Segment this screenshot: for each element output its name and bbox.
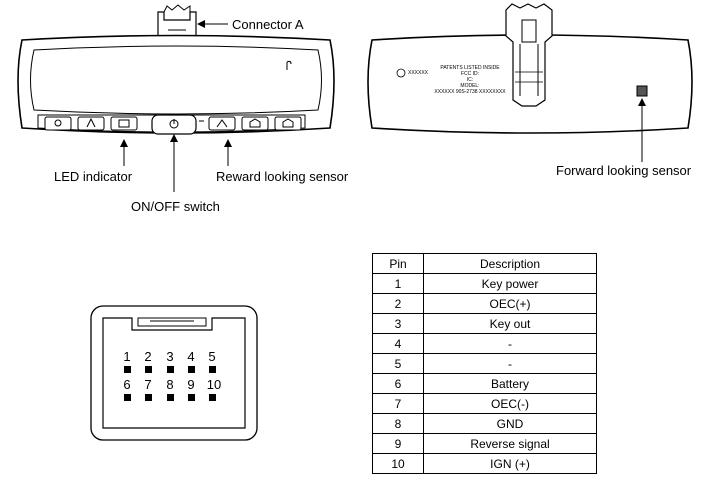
- pin-cell: 6: [372, 373, 424, 394]
- pin-terminal: [167, 366, 174, 373]
- label-connector-a: Connector A: [232, 17, 304, 32]
- desc-cell: -: [423, 353, 597, 374]
- pin-terminal: [209, 366, 216, 373]
- front-mirror: [17, 4, 335, 135]
- pin-terminal: [167, 394, 174, 401]
- header-pin: Pin: [372, 253, 424, 274]
- desc-cell: IGN (+): [423, 453, 597, 474]
- pin-cell: 7: [372, 393, 424, 414]
- label-led-indicator: LED indicator: [54, 169, 133, 184]
- pin-number: 3: [166, 349, 174, 364]
- pin-cell: 10: [372, 453, 424, 474]
- pin-number: 4: [187, 349, 195, 364]
- rear-badge: XXXXXX: [408, 70, 429, 76]
- pin-number: 8: [166, 377, 174, 392]
- pin-number: 2: [144, 349, 152, 364]
- connector-face: [90, 305, 258, 441]
- rear-line5: XXXXXX 90S-2738 XXXXXXXX: [434, 89, 506, 95]
- home-icon: [216, 119, 228, 128]
- rear-line1: PATENTS LISTED INSIDE: [440, 65, 500, 71]
- label-reward-sensor: Reward looking sensor: [216, 169, 349, 184]
- car-icon: [118, 119, 130, 128]
- pin-number: 9: [187, 377, 195, 392]
- forward-sensor-square: [636, 85, 648, 97]
- desc-cell: Reverse signal: [423, 433, 597, 454]
- pin-terminal: [145, 394, 152, 401]
- rear-line3: IC:: [466, 77, 474, 83]
- garage2-icon: [282, 118, 294, 128]
- pin-terminal: [188, 366, 195, 373]
- desc-cell: GND: [423, 413, 597, 434]
- label-onoff-switch: ON/OFF switch: [131, 199, 220, 214]
- desc-cell: OEC(-): [423, 393, 597, 414]
- pin-cell: 5: [372, 353, 424, 374]
- pin-cell: 1: [372, 273, 424, 294]
- header-description: Description: [423, 253, 597, 274]
- pin-cell: 4: [372, 333, 424, 354]
- pin-cell: 8: [372, 413, 424, 434]
- desc-cell: -: [423, 333, 597, 354]
- table-row: 5-: [372, 353, 597, 374]
- pin-terminal: [124, 394, 131, 401]
- rear-mirror: [367, 3, 693, 134]
- pin-number: 10: [206, 377, 222, 392]
- desc-cell: Battery: [423, 373, 597, 394]
- desc-cell: OEC(+): [423, 293, 597, 314]
- pin-terminal: [145, 366, 152, 373]
- rear-line4: MODEL:: [460, 83, 480, 89]
- label-forward-sensor: Forward looking sensor: [556, 163, 692, 178]
- table-row: 4-: [372, 333, 597, 354]
- pin-terminal: [188, 394, 195, 401]
- pin-terminal: [124, 366, 131, 373]
- pin-number: 5: [208, 349, 216, 364]
- pin-number: 1: [123, 349, 131, 364]
- rear-line2: FCC ID:: [460, 71, 480, 77]
- garage-icon: [249, 118, 261, 128]
- desc-cell: Key out: [423, 313, 597, 334]
- pin-number: 6: [123, 377, 131, 392]
- rear-label-block: PATENTS LISTED INSIDE FCC ID: IC: MODEL:…: [430, 65, 510, 95]
- pin-cell: 3: [372, 313, 424, 334]
- pin-number: 7: [144, 377, 152, 392]
- warning-icon: [86, 117, 96, 128]
- pin-cell: 9: [372, 433, 424, 454]
- pin-cell: 2: [372, 293, 424, 314]
- led-icon: [54, 119, 62, 127]
- pin-terminal: [209, 394, 216, 401]
- desc-cell: Key power: [423, 273, 597, 294]
- pin-table-header: Pin Description: [372, 253, 597, 274]
